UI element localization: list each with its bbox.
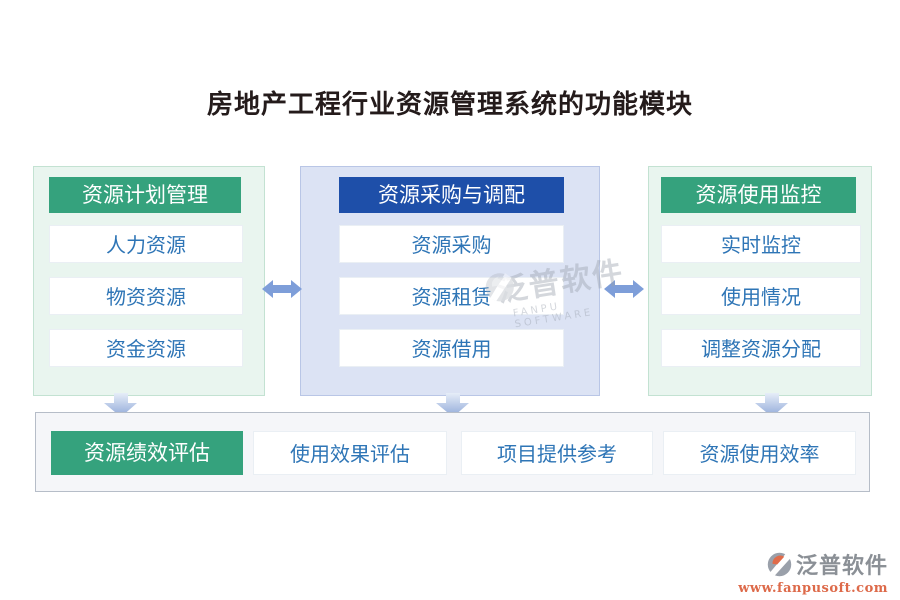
- node-resource-procurement: 资源采购: [339, 225, 564, 263]
- page-title: 房地产工程行业资源管理系统的功能模块: [206, 90, 693, 120]
- bottom-panel-performance-evaluation: 资源绩效评估 使用效果评估 项目提供参考 资源使用效率: [35, 412, 870, 492]
- down-arrow-icon: [755, 393, 788, 417]
- left-right-arrow-icon: [604, 280, 644, 298]
- column-header-procurement-allocation: 资源采购与调配: [339, 177, 564, 213]
- down-arrow-icon: [436, 393, 469, 417]
- brand-block: 泛普软件 www.fanpusoft.com: [738, 548, 888, 596]
- node-usage-status: 使用情况: [661, 277, 861, 315]
- node-project-reference: 项目提供参考: [461, 431, 653, 475]
- column-procurement-allocation: 资源采购与调配 资源采购 资源租赁 资源借用: [300, 166, 600, 396]
- node-human-resources: 人力资源: [49, 225, 243, 263]
- bottom-header-performance-evaluation: 资源绩效评估: [51, 431, 243, 475]
- node-usage-effect-evaluation: 使用效果评估: [253, 431, 447, 475]
- column-header-usage-monitoring: 资源使用监控: [661, 177, 856, 213]
- down-arrow-icon: [104, 393, 137, 417]
- fanpu-logo-icon: [767, 552, 792, 576]
- node-capital-resources: 资金资源: [49, 329, 243, 367]
- left-right-arrow-icon: [262, 280, 302, 298]
- node-resource-borrowing: 资源借用: [339, 329, 564, 367]
- node-material-resources: 物资资源: [49, 277, 243, 315]
- node-adjust-resource-allocation: 调整资源分配: [661, 329, 861, 367]
- column-header-resource-planning: 资源计划管理: [49, 177, 241, 213]
- brand-url: www.fanpusoft.com: [738, 581, 888, 596]
- column-usage-monitoring: 资源使用监控 实时监控 使用情况 调整资源分配: [648, 166, 872, 396]
- column-resource-planning: 资源计划管理 人力资源 物资资源 资金资源: [33, 166, 265, 396]
- node-resource-leasing: 资源租赁: [339, 277, 564, 315]
- brand-name: 泛普软件: [795, 553, 888, 579]
- node-realtime-monitoring: 实时监控: [661, 225, 861, 263]
- node-resource-usage-efficiency: 资源使用效率: [663, 431, 856, 475]
